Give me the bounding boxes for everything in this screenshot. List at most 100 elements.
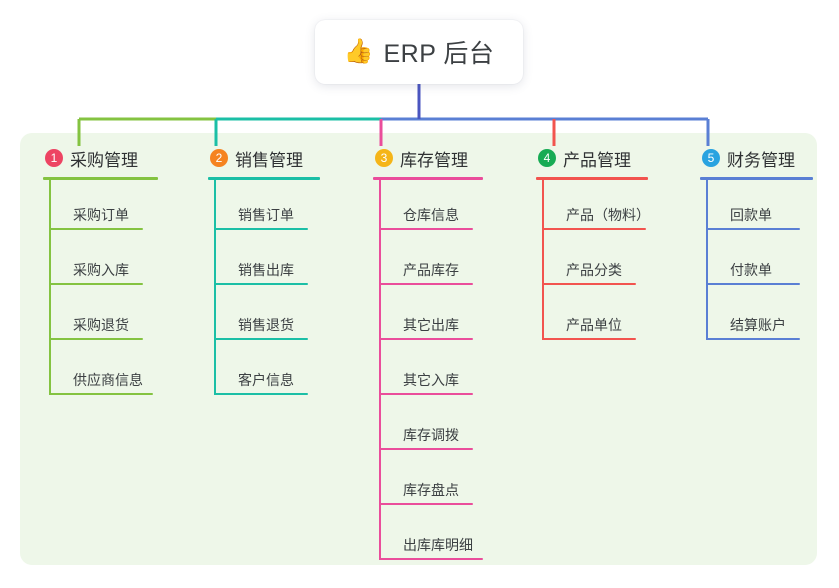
branch-item-rule — [542, 338, 636, 340]
branch-items-4: 产品（物料） 产品分类产品单位 — [536, 180, 650, 345]
branch-item-rule — [379, 338, 473, 340]
branches-panel — [20, 133, 817, 565]
branch-badge-5: 5 — [702, 149, 720, 167]
branch-item-label: 产品单位 — [566, 317, 622, 333]
branch-item-label: 产品库存 — [403, 262, 459, 278]
branch-rule-3 — [373, 177, 483, 180]
branch-rule-5 — [700, 177, 813, 180]
branch-item[interactable]: 付款单 — [700, 235, 813, 290]
branch-item-label: 采购入库 — [73, 262, 129, 278]
branch-item-label: 销售退货 — [238, 317, 294, 333]
thumbs-up-icon: 👍 — [343, 38, 374, 65]
branch-item-label: 库存调拨 — [403, 427, 459, 443]
branch-item[interactable]: 采购订单 — [43, 180, 158, 235]
branch-item-rule — [379, 283, 473, 285]
branch-item-label: 仓库信息 — [403, 207, 459, 223]
branch-item-rule — [706, 338, 800, 340]
branch-item[interactable]: 供应商信息 — [43, 345, 158, 400]
branch-column-1: 1 采购管理采购订单采购入库采购退货供应商信息 — [43, 146, 158, 400]
branch-item-rule — [706, 228, 800, 230]
branch-item[interactable]: 库存调拨 — [373, 400, 483, 455]
branch-item-label: 销售订单 — [238, 207, 294, 223]
branch-item-rule — [214, 283, 308, 285]
branch-item-label: 库存盘点 — [403, 482, 459, 498]
branch-item-rule — [49, 228, 143, 230]
branch-item-rule — [542, 283, 636, 285]
branch-items-1: 采购订单采购入库采购退货供应商信息 — [43, 180, 158, 400]
branch-item[interactable]: 仓库信息 — [373, 180, 483, 235]
branch-title-1: 采购管理 — [70, 150, 138, 170]
branch-column-5: 5 财务管理回款单付款单结算账户 — [700, 146, 813, 345]
branch-item[interactable]: 产品库存 — [373, 235, 483, 290]
branch-item-rule — [214, 338, 308, 340]
branch-items-2: 销售订单销售出库销售退货客户信息 — [208, 180, 320, 400]
branch-badge-4: 4 — [538, 149, 556, 167]
branch-item-rule — [379, 503, 473, 505]
branch-item-label: 供应商信息 — [73, 372, 143, 388]
branch-header-1[interactable]: 1 采购管理 — [43, 146, 158, 170]
branch-rule-1 — [43, 177, 158, 180]
branch-item-label: 采购退货 — [73, 317, 129, 333]
branch-item-rule — [379, 558, 483, 560]
branch-item[interactable]: 产品单位 — [536, 290, 648, 345]
branch-item-label: 采购订单 — [73, 207, 129, 223]
branch-badge-3: 3 — [375, 149, 393, 167]
branch-item[interactable]: 销售订单 — [208, 180, 320, 235]
branch-item-rule — [214, 228, 308, 230]
branch-item-label: 回款单 — [730, 207, 772, 223]
branch-item-label: 其它入库 — [403, 372, 459, 388]
branch-badge-2: 2 — [210, 149, 228, 167]
root-node[interactable]: 👍 ERP 后台 — [315, 20, 523, 84]
branch-item[interactable]: 其它入库 — [373, 345, 483, 400]
branch-spine-2 — [214, 180, 216, 395]
branch-item-label: 销售出库 — [238, 262, 294, 278]
branch-item[interactable]: 结算账户 — [700, 290, 813, 345]
branch-item-rule — [49, 393, 153, 395]
branch-item[interactable]: 库存盘点 — [373, 455, 483, 510]
branch-item[interactable]: 采购入库 — [43, 235, 158, 290]
branch-item-label: 产品（物料） — [566, 207, 650, 223]
root-title: ERP 后台 — [383, 40, 495, 68]
branch-item-rule — [706, 283, 800, 285]
branch-item[interactable]: 产品（物料） — [536, 180, 650, 235]
branch-spine-4 — [542, 180, 544, 340]
branch-column-3: 3 库存管理仓库信息产品库存其它出库其它入库库存调拨库存盘点出库库明细 — [373, 146, 483, 565]
branch-spine-5 — [706, 180, 708, 340]
branch-header-5[interactable]: 5 财务管理 — [700, 146, 813, 170]
branch-item-rule — [542, 228, 646, 230]
branch-column-2: 2 销售管理销售订单销售出库销售退货客户信息 — [208, 146, 320, 400]
branch-item-label: 产品分类 — [566, 262, 622, 278]
branch-item-label: 付款单 — [730, 262, 772, 278]
branch-item-label: 其它出库 — [403, 317, 459, 333]
branch-title-3: 库存管理 — [400, 150, 468, 170]
branch-item[interactable]: 销售出库 — [208, 235, 320, 290]
branch-item[interactable]: 产品分类 — [536, 235, 648, 290]
branch-item[interactable]: 客户信息 — [208, 345, 320, 400]
branch-badge-1: 1 — [45, 149, 63, 167]
branch-item-rule — [214, 393, 308, 395]
branch-header-2[interactable]: 2 销售管理 — [208, 146, 320, 170]
branch-items-3: 仓库信息产品库存其它出库其它入库库存调拨库存盘点出库库明细 — [373, 180, 483, 565]
branch-column-4: 4 产品管理产品（物料） 产品分类产品单位 — [536, 146, 650, 345]
branch-item[interactable]: 采购退货 — [43, 290, 158, 345]
branch-item[interactable]: 其它出库 — [373, 290, 483, 345]
branch-title-4: 产品管理 — [563, 150, 631, 170]
branch-title-5: 财务管理 — [727, 150, 795, 170]
branch-header-4[interactable]: 4 产品管理 — [536, 146, 648, 170]
branch-item-rule — [49, 338, 143, 340]
branch-rule-4 — [536, 177, 648, 180]
branch-item-label: 结算账户 — [730, 317, 786, 333]
branch-title-2: 销售管理 — [235, 150, 303, 170]
branch-item[interactable]: 回款单 — [700, 180, 813, 235]
branch-header-3[interactable]: 3 库存管理 — [373, 146, 483, 170]
branch-item[interactable]: 出库库明细 — [373, 510, 483, 565]
branch-item-rule — [379, 448, 473, 450]
branch-item-rule — [49, 283, 143, 285]
branch-item-rule — [379, 393, 473, 395]
branch-item-rule — [379, 228, 473, 230]
branch-item[interactable]: 销售退货 — [208, 290, 320, 345]
branch-item-label: 客户信息 — [238, 372, 294, 388]
branch-spine-1 — [49, 180, 51, 395]
